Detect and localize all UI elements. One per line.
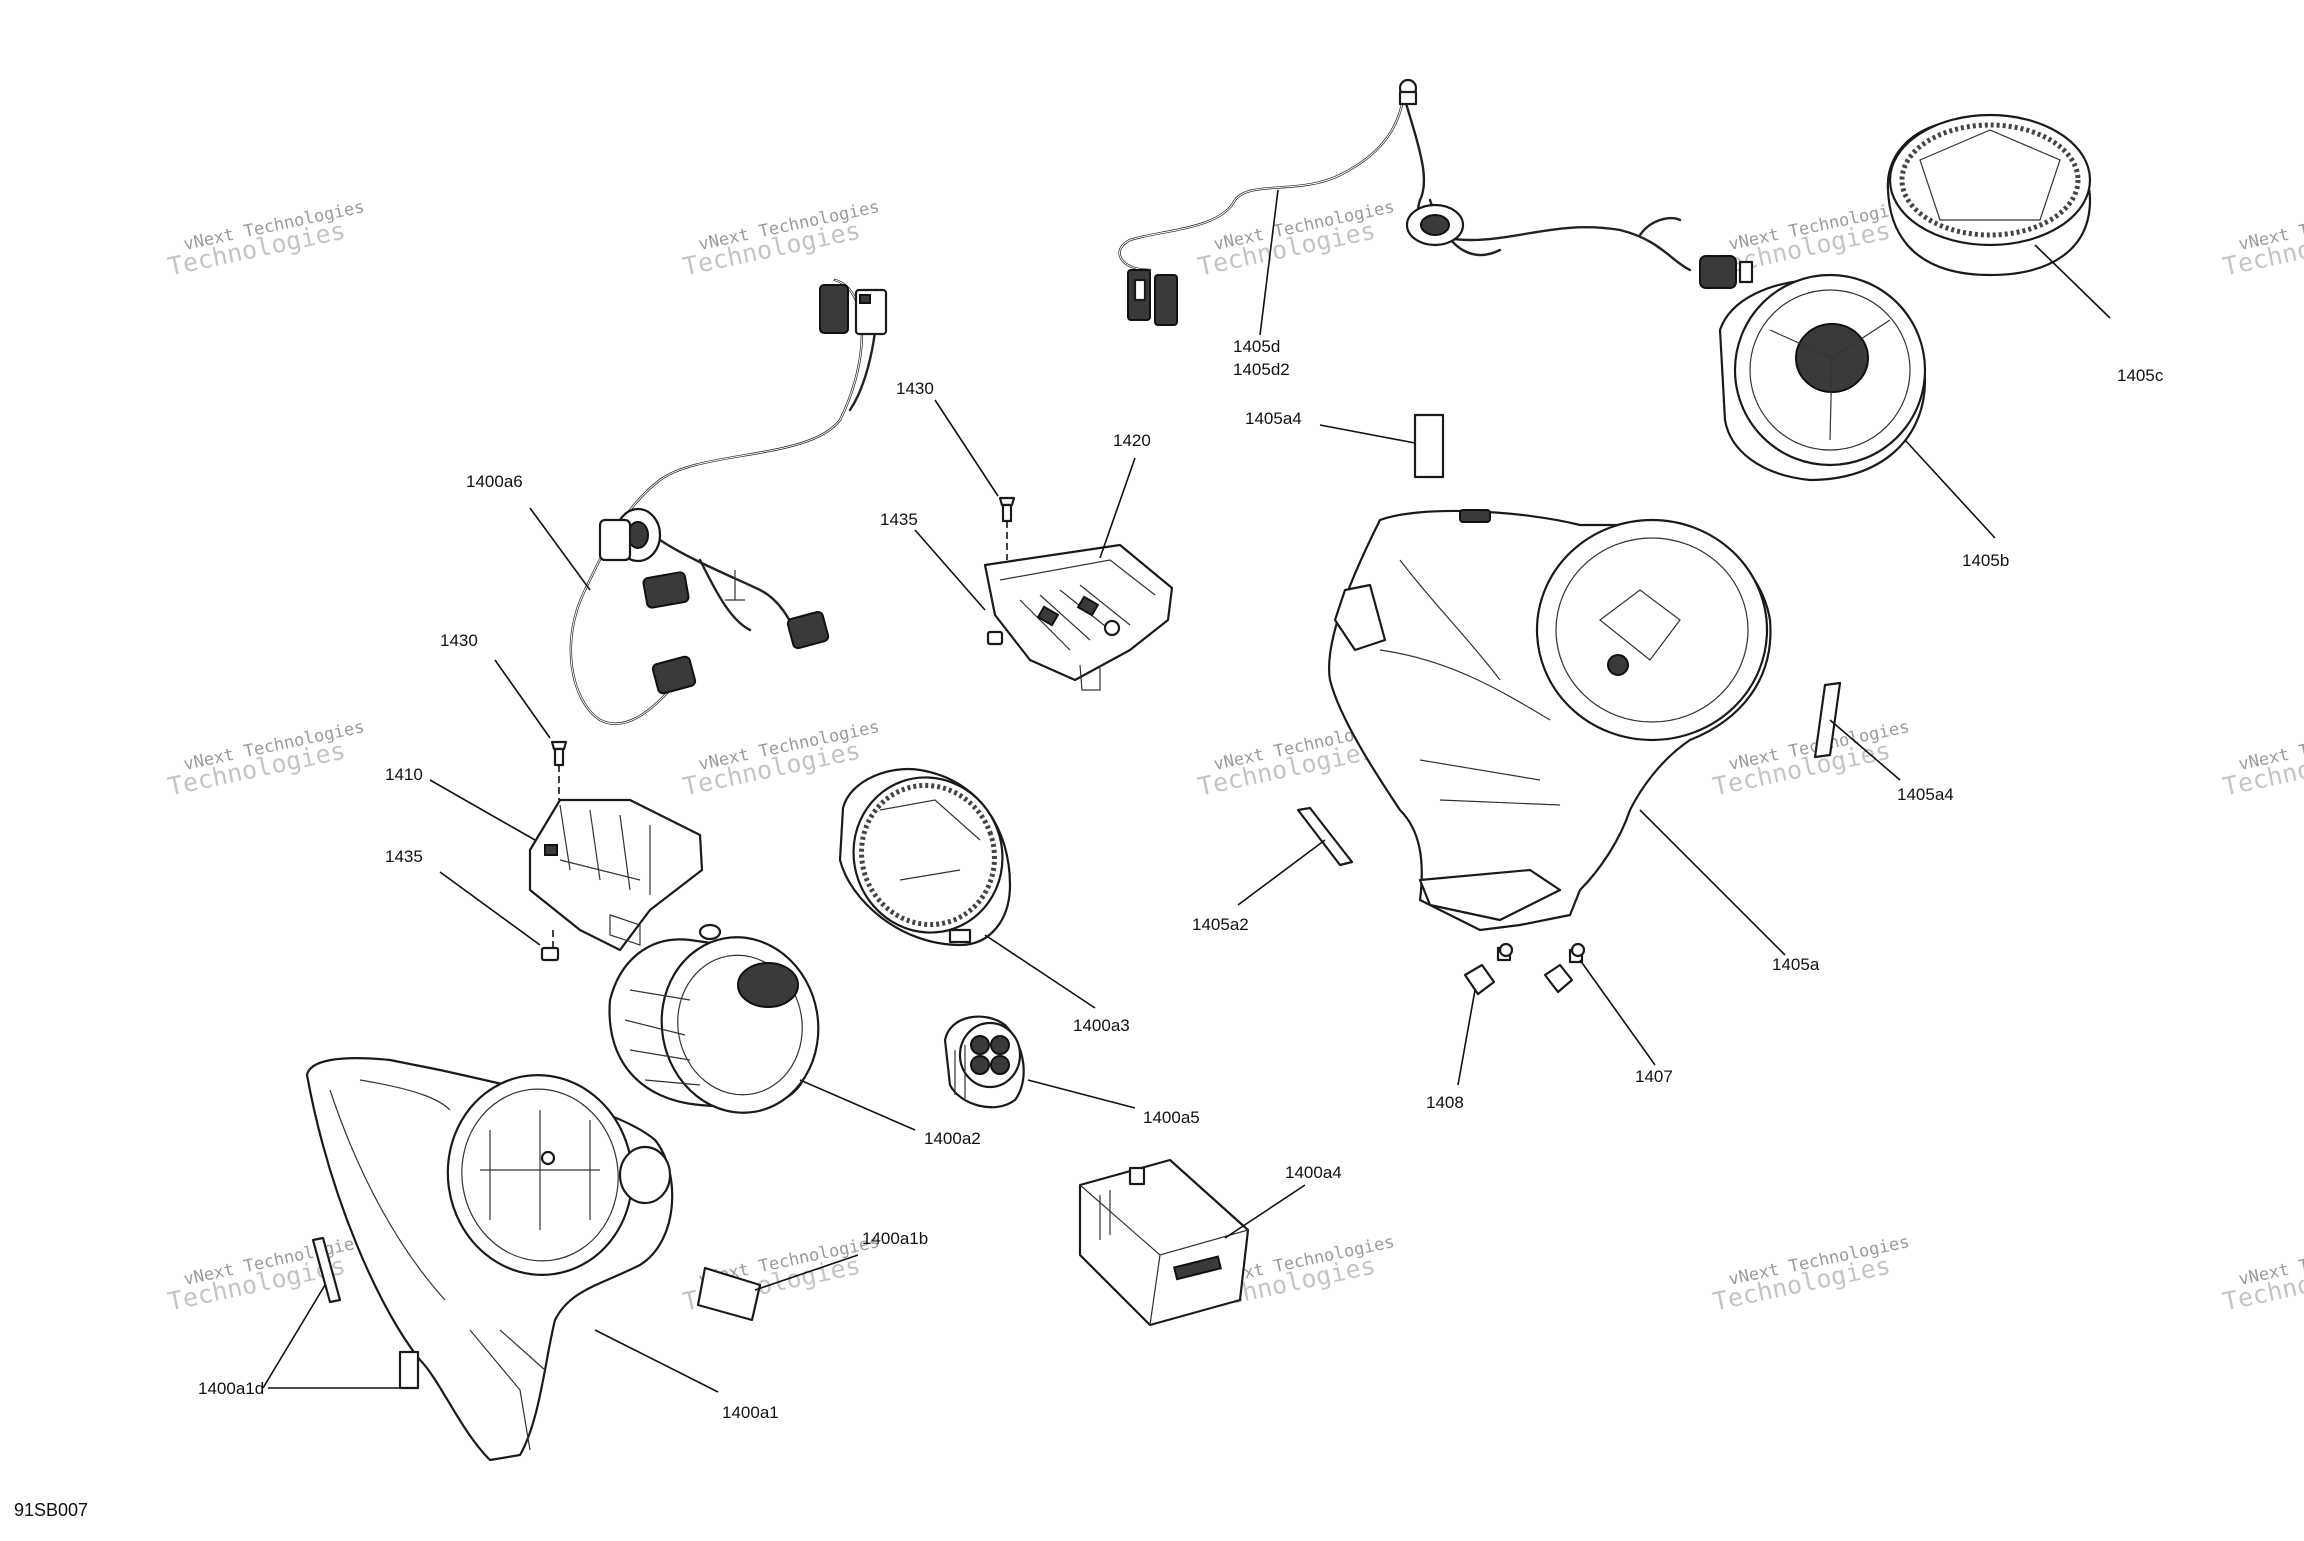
clip-1407[interactable] [1543,942,1586,994]
callout-1400a1: 1400a1 [722,1403,779,1422]
top-clip [1398,78,1418,106]
callout-1405a4-right: 1405a4 [1897,785,1954,804]
plug-right [1699,255,1754,289]
drawing-code: 91SB007 [14,1500,88,1520]
grille-ring-1405c[interactable] [1886,113,2092,277]
speaker-1405b[interactable] [1718,273,1927,482]
grommet-right [1405,203,1465,247]
callout-1420: 1420 [1113,431,1151,450]
callout-1400a1d: 1400a1d [198,1379,264,1398]
callout-1405c: 1405c [2117,366,2164,385]
callout-1400a6: 1400a6 [466,472,523,491]
callout-1407: 1407 [1635,1067,1673,1086]
callout-labels: 1400a6 1430 1420 1435 1430 1410 1435 140… [198,337,2164,1422]
callout-1400a2: 1400a2 [924,1129,981,1148]
callout-1400a3: 1400a3 [1073,1016,1130,1035]
callout-1405d: 1405d [1233,337,1280,356]
callout-1408: 1408 [1426,1093,1464,1112]
callout-1410: 1410 [385,765,423,784]
clip-1408[interactable] [1463,942,1514,996]
speaker-1400a2[interactable] [608,923,833,1125]
callout-1435-top: 1435 [880,510,918,529]
control-dial-1400a5[interactable] [943,1015,1025,1109]
twin-connector [1127,269,1178,326]
wire-harness-1405d[interactable] [1118,78,1754,326]
grommet [598,507,662,563]
callout-1405a: 1405a [1772,955,1820,974]
amplifier-1400a4[interactable] [1078,1158,1250,1327]
callout-1435-left: 1435 [385,847,423,866]
speaker-pod-1400a1[interactable] [305,1057,674,1462]
callout-1400a1b: 1400a1b [862,1229,928,1248]
callout-1405a4-top: 1405a4 [1245,409,1302,428]
callout-1400a4: 1400a4 [1285,1163,1342,1182]
speaker-ring-1400a3[interactable] [832,756,1024,953]
leader-lines [262,189,2111,1393]
wire-harness-1400a6[interactable] [569,278,888,725]
pad-1400a1d-a[interactable] [311,1236,342,1304]
bracket-1410[interactable] [528,798,704,952]
nut-1435-left[interactable] [540,946,560,962]
screw-1430-left[interactable] [550,740,568,767]
connector-housing [819,284,888,336]
speaker-pod-1405a[interactable] [1327,509,1772,932]
nut-1435-top[interactable] [986,630,1004,646]
pad-1400a1d-b[interactable] [398,1350,420,1390]
callout-1400a5: 1400a5 [1143,1108,1200,1127]
callout-1430-left: 1430 [440,631,478,650]
connector-plug [642,571,830,695]
callout-1430-top: 1430 [896,379,934,398]
bracket-1420[interactable] [983,543,1174,691]
pad-1405a4-top[interactable] [1413,413,1445,479]
callout-1405b: 1405b [1962,551,2009,570]
pad-1405a2[interactable] [1296,806,1354,867]
callout-1405d2: 1405d2 [1233,360,1290,379]
pad-1405a4-right[interactable] [1813,681,1842,759]
callout-1405a2: 1405a2 [1192,915,1249,934]
pad-1400a1b[interactable] [696,1266,762,1322]
screw-1430-top[interactable] [998,496,1016,523]
